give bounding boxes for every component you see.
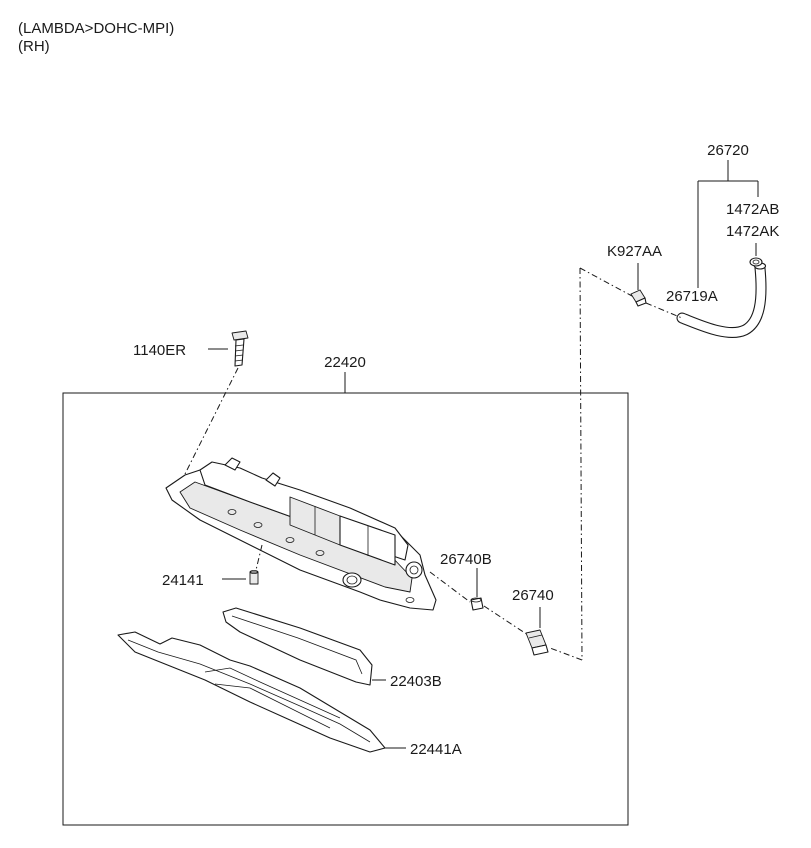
grommet-26740B <box>470 568 484 611</box>
label-26740B: 26740B <box>440 551 492 568</box>
label-22403B: 22403B <box>390 673 442 690</box>
chain-line-valve <box>549 647 583 661</box>
label-1140ER: 1140ER <box>133 342 186 359</box>
chain-line-pcv <box>483 605 529 636</box>
rocker-cover-22420 <box>165 457 437 611</box>
chain-line-hose <box>645 302 683 319</box>
chain-line-clip <box>579 267 633 297</box>
label-24141: 24141 <box>162 572 204 589</box>
chain-line-dowel <box>255 544 263 571</box>
assembly-box-22420 <box>62 392 629 826</box>
gasket-22441A <box>117 631 406 753</box>
label-1472AB: 1472AB <box>726 201 779 218</box>
header-line-2: (RH) <box>18 38 50 55</box>
dowel-24141 <box>222 570 259 585</box>
header-line-1: (LAMBDA>DOHC-MPI) <box>18 20 175 37</box>
label-26740: 26740 <box>512 587 554 604</box>
label-1472AK: 1472AK <box>726 223 779 240</box>
pcv-valve-26740 <box>525 607 549 656</box>
chain-line-grommet <box>429 571 471 603</box>
label-26720: 26720 <box>707 142 749 159</box>
label-22441A: 22441A <box>410 741 462 758</box>
bracket-26720 <box>697 160 759 288</box>
chain-line-vertical <box>579 267 583 661</box>
label-K927AA: K927AA <box>607 243 662 260</box>
clip-K927AA <box>630 263 647 307</box>
label-26719A: 26719A <box>666 288 718 305</box>
chain-line-bolt <box>181 367 239 481</box>
clamp-1472AK <box>749 243 763 267</box>
gasket-22403B <box>222 607 386 686</box>
bolt-1140ER <box>208 330 249 367</box>
label-22420: 22420 <box>324 354 366 371</box>
